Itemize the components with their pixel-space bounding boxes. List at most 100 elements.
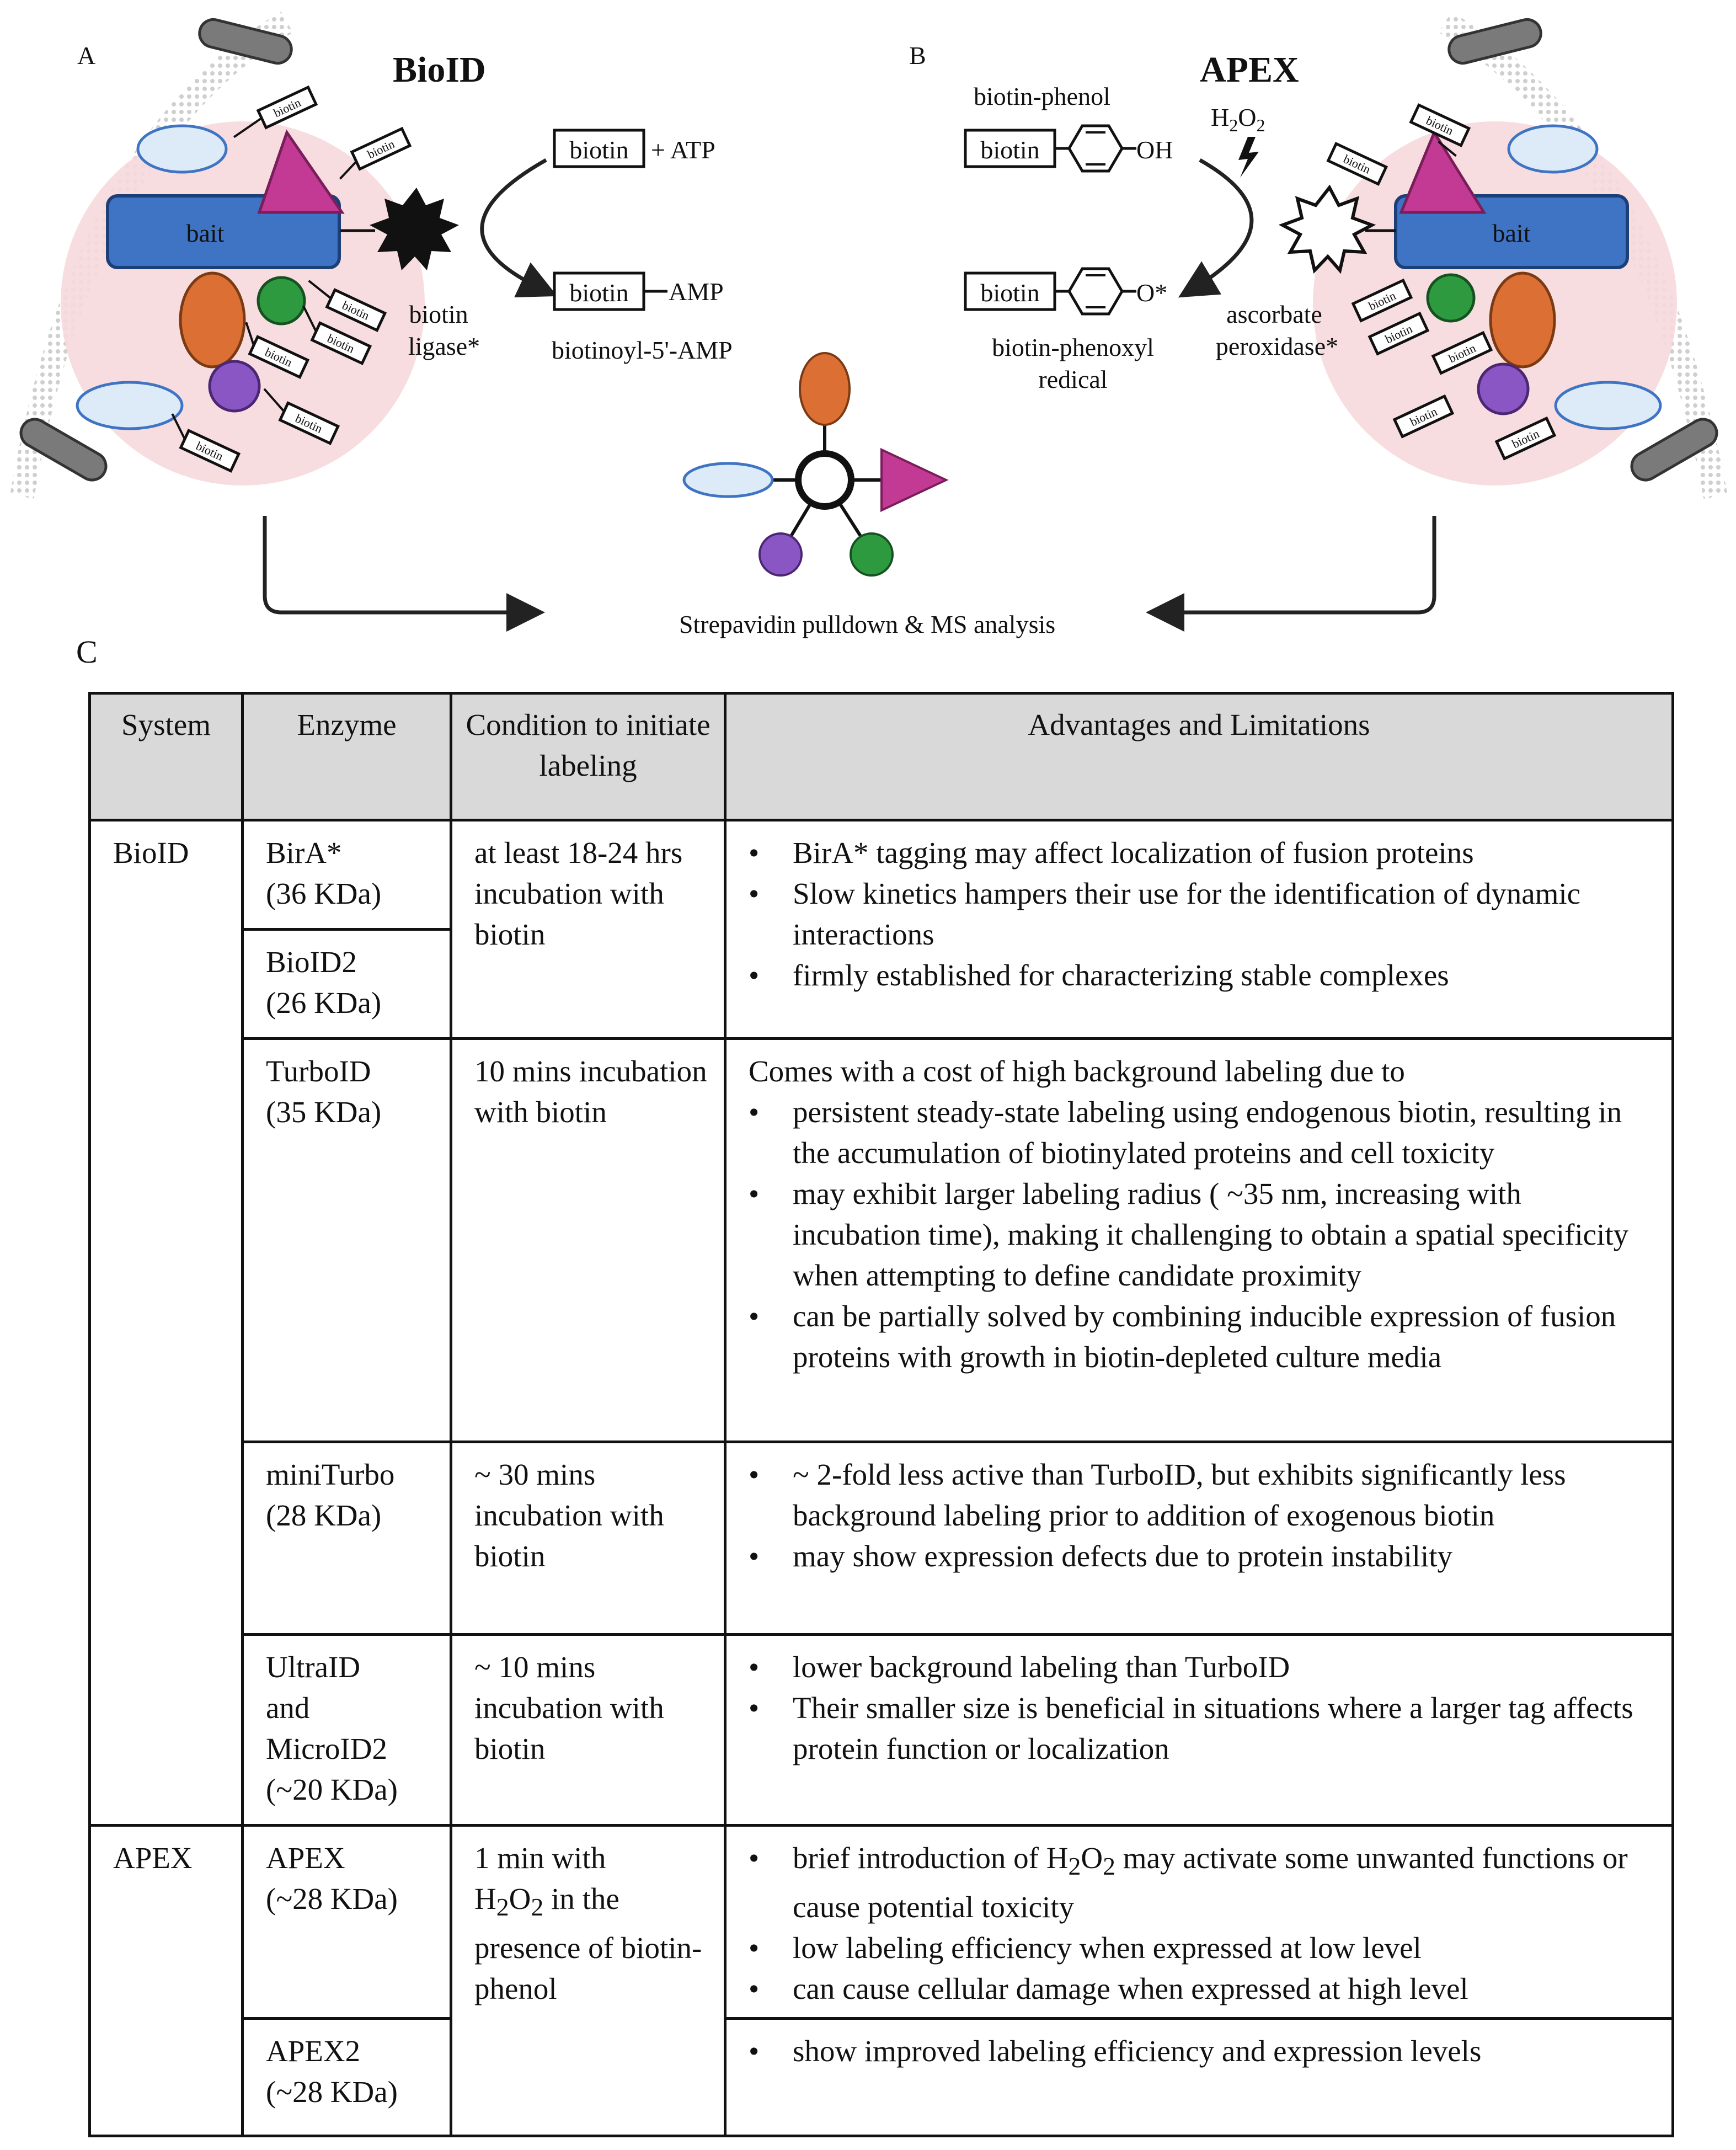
panel-c-label: C <box>76 634 98 670</box>
list-item: BirA* tagging may affect localization of… <box>749 833 1655 873</box>
enzyme-size: (~28 KDa) <box>266 1882 398 1916</box>
bait-label: bait <box>1493 219 1531 247</box>
prey-ellipse <box>76 381 184 430</box>
enzyme-size: (35 KDa) <box>266 1095 382 1129</box>
network-triangle <box>880 447 949 513</box>
reactant-biotin: biotin <box>569 136 628 164</box>
enzyme-name: UltraID <box>266 1650 361 1684</box>
enzyme-cell: BioID2 (26 KDa) <box>241 928 452 1040</box>
product-name: biotin-phenoxyl <box>992 333 1154 361</box>
prey-ellipse <box>136 124 228 174</box>
list-item: Their smaller size is beneficial in situ… <box>749 1688 1655 1769</box>
enzyme-size: (26 KDa) <box>266 986 382 1020</box>
table-row: BioID BirA*(36 KDa) at least 18-24 hrs i… <box>88 818 1674 1827</box>
list-item: firmly established for characterizing st… <box>749 955 1655 996</box>
prey-orange <box>1489 271 1556 369</box>
enzyme-cell: TurboID (35 KDa) <box>241 1037 452 1443</box>
benzene-ring <box>1055 267 1136 316</box>
prey-triangle <box>1399 129 1487 214</box>
list-item: lower background labeling than TurboID <box>749 1647 1655 1688</box>
enzyme-name-conjunction: and <box>266 1690 310 1725</box>
condition-text: ~ 10 mins incubation with biotin <box>474 1650 664 1765</box>
reaction-arrow <box>480 158 558 297</box>
reactant-atp: + ATP <box>651 136 715 164</box>
condition-text: in the presence of biotin-phenol <box>474 1882 702 2006</box>
phenoxyl-radical: O* <box>1136 279 1167 307</box>
advantages-intro: Comes with a cost of high background lab… <box>749 1054 1405 1088</box>
apex-to-ms-arrow <box>1146 516 1436 632</box>
network-purple <box>759 532 803 577</box>
list-item: low labeling efficiency when expressed a… <box>749 1928 1655 1968</box>
enzyme-name: APEX <box>266 1841 345 1875</box>
membrane-protein <box>198 18 293 65</box>
condition-cell: ~ 30 mins incubation with biotin <box>450 1440 727 1636</box>
enzyme-name: miniTurbo <box>266 1457 395 1491</box>
figure-panels-ab: A BioID bait biotin <box>10 12 1728 638</box>
enzyme-cell: BirA*(36 KDa) <box>241 818 452 931</box>
enzyme-cell: miniTurbo(28 KDa) <box>241 1440 452 1636</box>
network-center <box>795 450 854 510</box>
list-item: Slow kinetics hampers their use for the … <box>749 873 1655 955</box>
condition-text: ~ 30 mins incubation with biotin <box>474 1457 664 1573</box>
advantages-cell: brief introduction of H2O2 may activate … <box>724 1824 1674 2020</box>
product-biotin: biotin <box>980 279 1039 307</box>
prey-purple <box>1477 362 1530 415</box>
enzyme-size: (36 KDa) <box>266 877 382 910</box>
interaction-network <box>682 352 949 577</box>
condition-cell: at least 18-24 hrs incubation with bioti… <box>450 819 727 1040</box>
list-item: persistent steady-state labeling using e… <box>749 1092 1655 1173</box>
condition-text: at least 18-24 hrs incubation with bioti… <box>474 836 683 951</box>
reagent-biotin: biotin <box>980 136 1039 164</box>
header-enzyme: Enzyme <box>241 692 452 821</box>
panel-b-label: B <box>909 41 926 70</box>
system-apex: APEX <box>88 1824 244 2137</box>
advantages-cell: show improved labeling efficiency and ex… <box>724 2017 1674 2137</box>
list-item: may exhibit larger labeling radius ( ~35… <box>749 1173 1655 1296</box>
condition-sub: 2 <box>531 1893 544 1922</box>
lightning-icon <box>1238 137 1259 178</box>
membrane-protein <box>19 418 108 482</box>
prey-green <box>257 276 306 326</box>
system-label: BioID <box>113 836 189 869</box>
advantages-cell: ~ 2-fold less active than TurboID, but e… <box>724 1440 1674 1636</box>
reagent-name: biotin-phenol <box>974 82 1110 110</box>
product-amp: AMP <box>669 278 724 306</box>
network-orange <box>799 352 851 426</box>
system-label: APEX <box>113 1841 193 1875</box>
prey-purple <box>208 360 261 413</box>
network-green <box>850 532 894 577</box>
ms-analysis-label: Strepavidin pulldown & MS analysis <box>679 610 1055 638</box>
enzyme-name: BioID2 <box>266 945 357 979</box>
table-header-row: System Enzyme Condition to initiate labe… <box>88 692 1674 821</box>
prey-ellipse <box>1554 381 1662 430</box>
list-item: ~ 2-fold less active than TurboID, but e… <box>749 1454 1655 1536</box>
biotin-tag: biotin <box>1392 394 1455 439</box>
table-row: TurboID(35 KDa) 10 mins incubation with … <box>90 1037 1674 1443</box>
table-row: BioID2 (26 KDa) <box>90 928 1673 1040</box>
condition-sub: 2 <box>496 1893 509 1922</box>
biotin-tag: biotin <box>339 126 412 180</box>
prey-ellipse <box>1507 124 1599 174</box>
advantages-cell: BirA* tagging may affect localization of… <box>724 819 1674 1040</box>
condition-cell: ~ 10 mins incubation with biotin <box>450 1632 727 1827</box>
condition-text: 1 min with <box>474 1841 606 1875</box>
bait-label: bait <box>186 219 225 247</box>
product-name: redical <box>1038 365 1107 393</box>
product-name: biotinoyl-5'-AMP <box>552 336 733 364</box>
enzyme-size: (~28 KDa) <box>266 2075 398 2109</box>
enzyme-name: APEX2 <box>266 2034 361 2068</box>
enzyme-size: (~20 KDa) <box>266 1772 398 1806</box>
prey-green <box>1426 273 1476 323</box>
biotin-box <box>553 129 645 168</box>
ascorbate-peroxidase-star <box>1278 184 1376 274</box>
condition-h: H <box>474 1882 496 1916</box>
table-row: miniTurbo(28 KDa) ~ 30 mins incubation w… <box>90 1440 1674 1636</box>
bioid-title: BioID <box>393 50 486 90</box>
biotin-ligase-star <box>370 188 459 270</box>
enzyme-name: TurboID <box>266 1054 371 1088</box>
advantages-cell: Comes with a cost of high background lab… <box>724 1037 1674 1443</box>
panel-a: A BioID bait biotin <box>10 12 733 499</box>
